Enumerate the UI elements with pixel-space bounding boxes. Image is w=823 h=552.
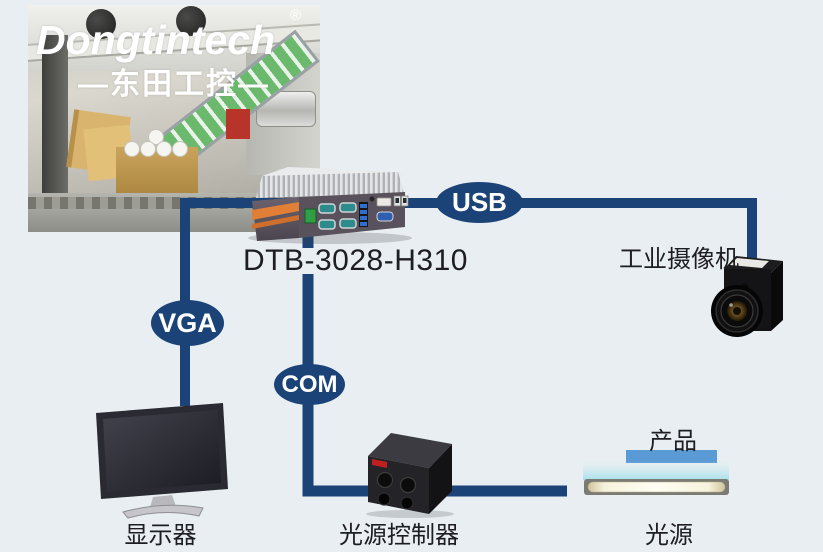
light-controller-label: 光源控制器: [339, 522, 459, 549]
camera-label: 工业摄像机: [619, 246, 739, 273]
com-badge-label: COM: [281, 370, 338, 398]
monitor: [96, 403, 228, 519]
serial-ports: [318, 202, 357, 230]
application-photo: Dongtintech ® —东田工控—: [28, 5, 320, 232]
com-badge: COM: [274, 364, 345, 405]
brand-logo: Dongtintech: [36, 17, 276, 63]
photo-roller: [176, 6, 206, 36]
usb-badge: USB: [436, 182, 523, 223]
com-cable-line: [302, 274, 567, 497]
pc-model-label: DTB-3028-H310: [243, 244, 468, 277]
light-source-label: 光源: [645, 522, 693, 549]
light-source: [583, 450, 729, 495]
light-controller: [366, 433, 454, 518]
usb-badge-label: USB: [452, 187, 507, 217]
photo-bottle: [156, 141, 172, 157]
photo-roller: [86, 9, 116, 39]
industrial-pc: [248, 167, 412, 244]
product-bar: [626, 450, 717, 463]
photo-red-box: [226, 109, 250, 139]
photo-bottle: [172, 141, 188, 157]
usb-ports: [360, 204, 367, 226]
vga-badge-label: VGA: [158, 307, 217, 338]
monitor-label: 显示器: [124, 522, 197, 549]
registered-trademark-icon: ®: [290, 7, 302, 24]
product-label: 产品: [649, 428, 697, 455]
photo-bottle: [140, 141, 156, 157]
brand-logo-chinese: —东田工控—: [78, 68, 270, 101]
vga-badge: VGA: [151, 300, 224, 346]
industrial-camera: [711, 256, 783, 337]
photo-bottle: [124, 141, 140, 157]
ethernet-ports: [393, 195, 409, 207]
